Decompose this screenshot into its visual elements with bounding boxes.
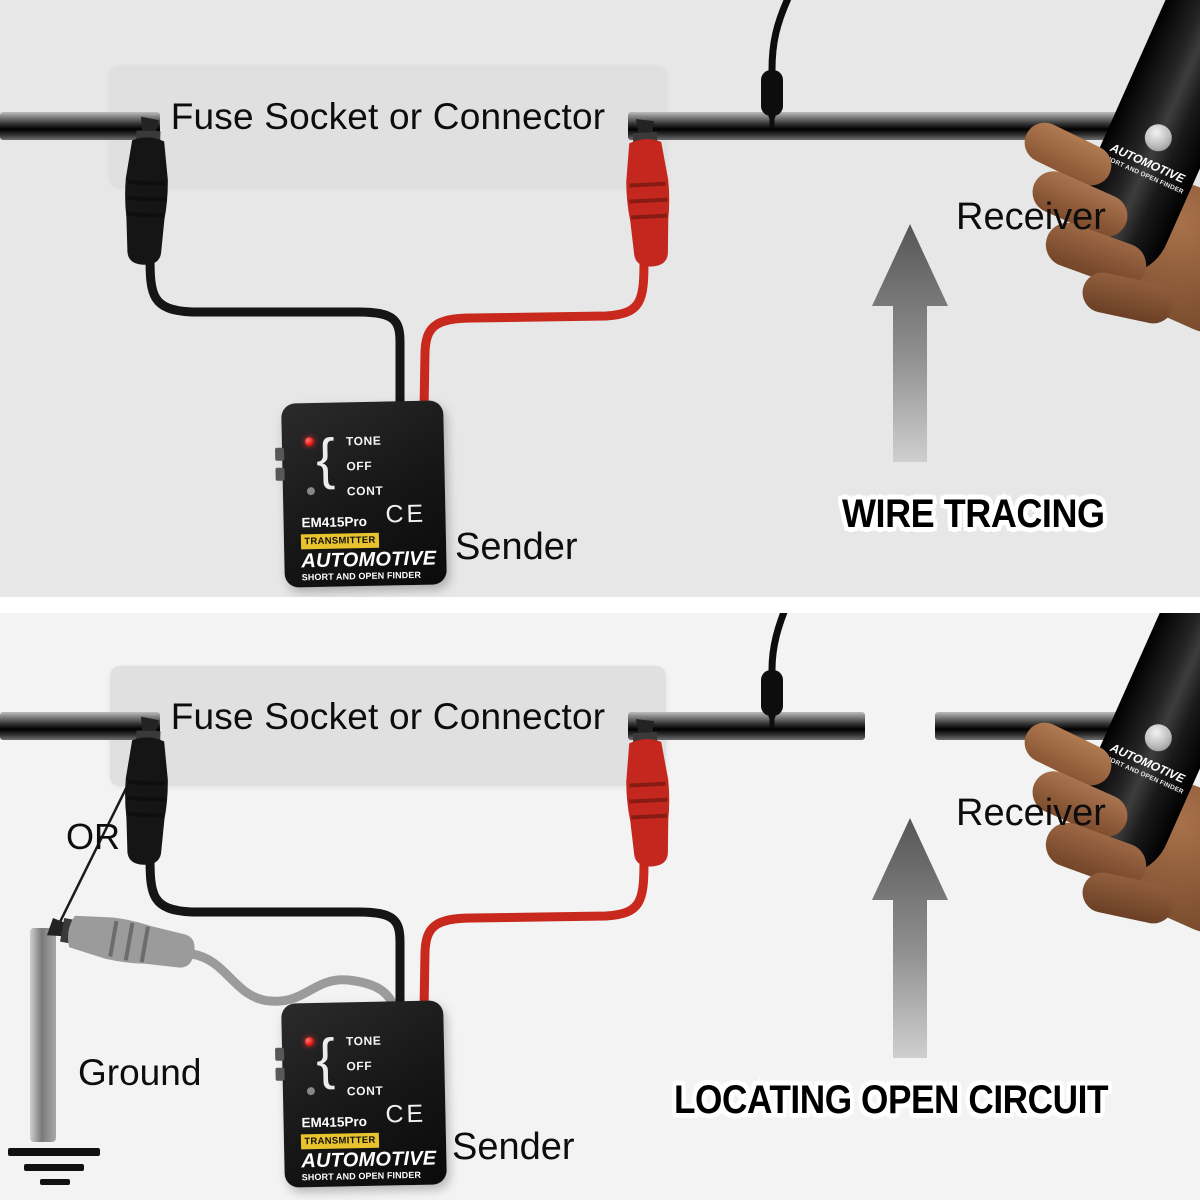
or-label: OR: [66, 816, 120, 857]
receiver-label: Receiver: [956, 196, 1106, 238]
ground-label: Ground: [78, 1052, 202, 1093]
sender-label: Sender: [455, 526, 578, 568]
receiver-button-icon: [1140, 119, 1177, 156]
fuse-socket-box: [110, 66, 666, 186]
receiver-label: Receiver: [956, 792, 1106, 834]
receiver-probe-cord: [761, 0, 792, 129]
panel-caption: WIRE TRACING WIRE TRACING: [839, 489, 1108, 540]
receiver-button-icon: [1140, 719, 1177, 756]
wire-segment-middle: [628, 712, 865, 740]
caption-text: LOCATING OPEN CIRCUIT: [674, 1078, 1109, 1122]
caption-outline: WIRE TRACING: [839, 489, 1108, 540]
ground-symbol-icon: [8, 1148, 100, 1185]
fuse-socket-label: Fuse Socket or Connector: [170, 96, 606, 137]
signal-direction-arrow-icon: [872, 224, 948, 462]
caption-outline: LOCATING OPEN CIRCUIT: [671, 1075, 1112, 1126]
panel-divider: [0, 597, 1200, 613]
wire-segment-left: [0, 112, 160, 140]
panel-graphics: [0, 0, 948, 462]
panel-graphics: [8, 600, 948, 1185]
black-test-lead: [145, 251, 405, 415]
ground-post: [30, 928, 56, 1142]
locating-open-circuit-panel: Fuse Socket or Connector: [0, 600, 1200, 1200]
wire-tracing-panel: Fuse Socket or Connector: [0, 0, 1200, 600]
red-test-lead: [419, 855, 649, 1015]
fuse-socket-label: Fuse Socket or Connector: [170, 696, 606, 737]
black-test-lead: [145, 851, 405, 1015]
signal-direction-arrow-icon: [872, 818, 948, 1058]
caption-text: WIRE TRACING: [842, 492, 1105, 536]
panel-caption: LOCATING OPEN CIRCUIT LOCATING OPEN CIRC…: [671, 1075, 1112, 1126]
wire-segment-left: [0, 712, 160, 740]
fuse-socket-box: [110, 666, 666, 786]
red-test-lead: [419, 255, 649, 415]
sender-label: Sender: [452, 1126, 575, 1168]
gray-ground-lead: [187, 949, 400, 1015]
